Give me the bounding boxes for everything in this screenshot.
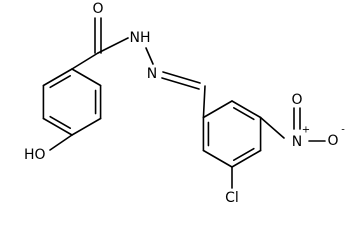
nitro-n-charge: +: [302, 125, 310, 136]
chloronitrophenyl-ring-bond: [231, 149, 262, 168]
aromatic-inner-bond: [232, 147, 255, 161]
chloronitrophenyl-ring-bond: [202, 149, 233, 168]
chloronitrophenyl-ring-bond: [231, 100, 262, 119]
nitro-n-label: N: [292, 134, 302, 150]
nitro-o-right-charge: -: [341, 125, 345, 136]
ring-to-carbonyl-bond: [71, 52, 99, 70]
chloronitrophenyl-ring-bond: [202, 100, 233, 119]
imine-double-bond: [161, 77, 200, 90]
nitro-o-bottom-label: O: [291, 92, 302, 108]
nitro-o-right-label: O: [327, 133, 338, 149]
imine-double-bond: [162, 71, 201, 84]
hydroxyphenyl-ring-bond: [42, 117, 73, 136]
carbonyl-oxygen-label: O: [92, 1, 103, 17]
hydroxyphenyl-ring-bond: [42, 68, 73, 87]
hydroxyphenyl-ring-bond: [71, 68, 102, 87]
aromatic-inner-bond: [49, 115, 72, 129]
aromatic-inner-bond: [49, 75, 72, 89]
hydroxyphenyl-ring-bond: [71, 117, 102, 136]
amide-nh-label: NH: [130, 30, 151, 46]
imine-n-label: N: [147, 66, 157, 82]
hydroxyl-bond: [49, 134, 73, 151]
amide-bond: [97, 37, 129, 54]
hydroxyl-label: HO: [24, 147, 46, 163]
hydrazine-bond: [145, 47, 154, 65]
ring-to-nitro-bond: [259, 116, 285, 139]
aromatic-inner-bond: [232, 107, 255, 121]
methine-to-ring-bond: [202, 85, 206, 119]
chlorine-label: Cl: [225, 190, 239, 206]
